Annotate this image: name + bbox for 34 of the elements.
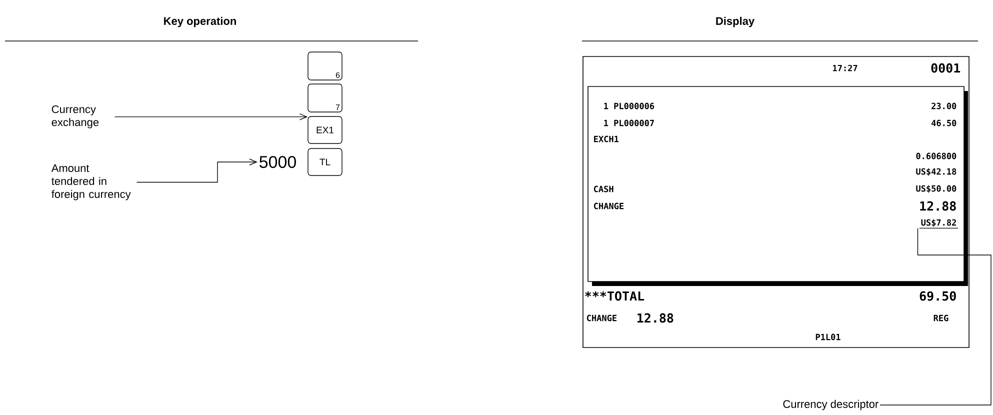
label-text: Currency descriptor [783, 400, 878, 410]
display-text: 0001 [931, 63, 960, 73]
display-text: CASH [594, 186, 614, 192]
display-text: ***TOTAL [585, 291, 644, 301]
display-screen [582, 56, 970, 348]
key: 6 [308, 52, 342, 80]
label-text: Amount tendered in foreign currency [51, 164, 131, 200]
arrow [114, 113, 308, 120]
key: EX1 [308, 116, 342, 144]
display-text: CHANGE [594, 202, 624, 210]
key: 7 [308, 84, 342, 112]
display-text: EXCH1 [594, 136, 619, 142]
currency-amount: US$7.82 [919, 219, 958, 229]
display-text: 17:27 [833, 64, 858, 72]
display-text: CHANGE [586, 314, 616, 322]
display-text: P1L01 [816, 334, 840, 340]
display-text: 69.50 [920, 291, 956, 301]
display-text: US$50.00 [916, 185, 956, 193]
heading: Key operation [164, 16, 236, 28]
display-text: 46.50 [932, 120, 956, 126]
key: TL [308, 148, 342, 176]
label-text: Currency exchange [52, 105, 99, 128]
window-frame [588, 86, 968, 286]
amount-text: 5000 [260, 156, 296, 168]
leader-line [880, 228, 992, 406]
display-text: 0.606800 [916, 152, 956, 160]
display-text: 12.88 [638, 313, 674, 323]
heading: Display [716, 16, 754, 28]
arrow [136, 158, 258, 183]
display-text: REG [934, 314, 948, 322]
display-text: 23.00 [932, 102, 956, 110]
display-text: 1 PL000007 [604, 120, 654, 126]
display-text: 1 PL000006 [604, 102, 654, 110]
display-text: US$42.18 [916, 168, 956, 176]
